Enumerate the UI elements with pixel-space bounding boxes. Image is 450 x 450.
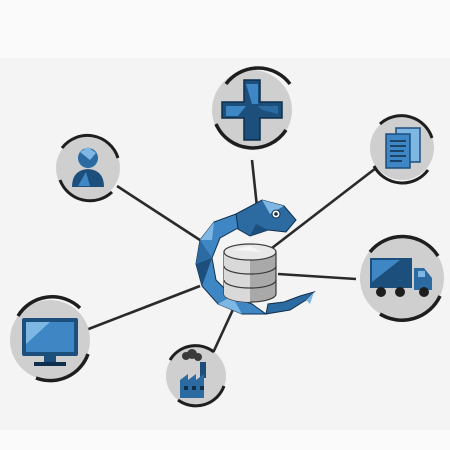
connector-user bbox=[116, 184, 204, 244]
node-computer[interactable] bbox=[10, 295, 90, 383]
connector-logistics bbox=[277, 272, 357, 281]
node-logistics[interactable] bbox=[360, 234, 444, 322]
user-avatar-icon bbox=[72, 147, 104, 187]
medical-cross-icon bbox=[221, 79, 283, 141]
documents-icon bbox=[385, 127, 421, 169]
chameleon-mascot bbox=[195, 199, 316, 315]
node-user[interactable] bbox=[56, 133, 120, 203]
node-factory[interactable] bbox=[166, 344, 226, 408]
connector-health bbox=[250, 159, 259, 208]
connector-factory bbox=[210, 302, 238, 356]
delivery-truck-icon bbox=[370, 258, 432, 297]
connectors bbox=[85, 159, 377, 356]
database-cylinder bbox=[223, 243, 277, 303]
factory-icon bbox=[180, 349, 206, 398]
connector-computer bbox=[85, 284, 201, 332]
hub[interactable] bbox=[195, 199, 316, 315]
node-health[interactable] bbox=[212, 66, 292, 150]
monitor-icon bbox=[22, 318, 78, 366]
connector-documents bbox=[271, 166, 377, 250]
node-documents[interactable] bbox=[370, 114, 434, 185]
